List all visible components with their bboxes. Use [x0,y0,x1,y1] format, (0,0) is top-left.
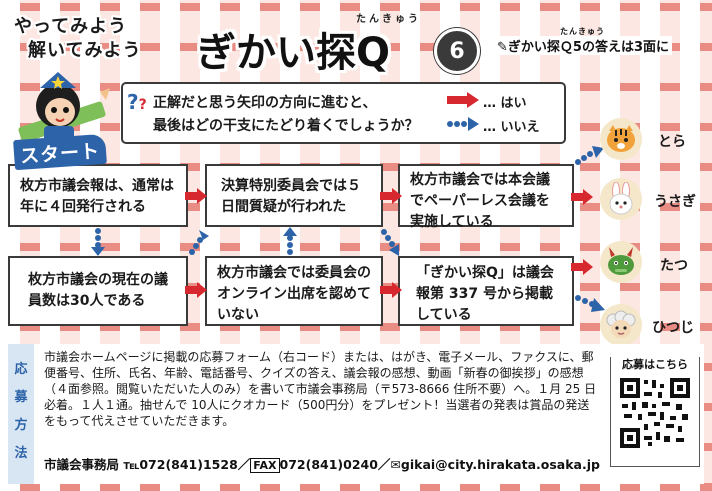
no-arrows [91,146,605,312]
tagline-2: 解いてみよう [28,40,142,61]
entry-instructions: 市議会ホームページに掲載の応募フォーム（右コード）または、はがき、電子メール、フ… [44,350,597,428]
title-text: ぎかい探Q [196,30,391,76]
answer-label-tora: とら [658,134,686,150]
yes-arrow-1-2 [185,188,207,204]
statement-box-3: 枚方市議会では本会議でペーパーレス会議を実施している [398,164,574,230]
question-mark-icon: ?? [127,90,147,114]
entry-method-text: 応募方法 [14,362,28,461]
answer-note: ✎ぎかい探Ｑ5の答えは3面に たんきゅう [494,27,672,55]
contact-fax: 072(841)0240／ [279,457,391,472]
entry-panel [8,344,704,484]
yes-arrow-legend-icon [447,92,479,108]
answer-label-usagi: うさぎ [654,194,696,210]
qr-title: 応募はこちら [611,356,699,372]
no-arrow-legend-icon [447,117,479,131]
yes-arrow-5-6 [380,282,402,298]
title-ruby: たんきゅう [356,14,421,25]
question-line-1: 正解だと思う矢印の方向に進むと、 [153,95,377,111]
question-line-2: 最後はどの干支にたどり着くでしょうか？ [153,118,419,134]
fax-label: FAX [250,458,280,473]
contact-email[interactable]: gikai@city.hirakata.osaka.jp [400,457,600,472]
yes-arrow-to-usagi [571,189,593,205]
sheep-icon [600,304,642,346]
statement-box-4: 枚方市議会の現在の議員数は30人である [8,256,188,326]
qr-code[interactable]: 応募はこちら [610,356,700,467]
legend-no: … いいえ [483,120,540,135]
dragon-icon [600,241,642,283]
issue-badge: 6 [434,28,480,74]
entry-method-label: 応募方法 [8,344,34,484]
rabbit-icon [600,178,642,220]
answer-label-hitsuji: ひつじ [652,320,694,336]
statement-box-5: 枚方市議会では委員会のオンライン出席を認めていない [205,256,383,326]
pencil-icon: ✎ [497,40,508,55]
answer-note-text: ぎかい探Ｑ5の答えは3面に [507,40,669,55]
answer-label-tatsu: たつ [660,258,688,274]
statement-box-1: 枚方市議会報は、通常は年に４回発行される [8,164,188,227]
answer-note-ruby: たんきゅう [560,27,605,36]
statement-box-6: 「ぎかい探Q」は議会報第 337 号から掲載している [398,256,574,326]
yes-arrow-to-tatsu [571,259,593,275]
yes-arrow-4-5 [185,282,207,298]
question-box: ?? 正解だと思う矢印の方向に進むと、 最後はどの干支にたどり着くでしょうか？ … [121,82,566,144]
yes-arrow-2-3 [380,188,402,204]
tagline-1: やってみよう [14,16,128,37]
legend-yes: … はい [483,96,527,111]
mail-icon: ✉ [390,457,401,472]
start-label: スタート [13,133,107,171]
qr-code-icon [620,378,690,448]
tiger-icon [600,118,642,160]
contact-phone: 市議会事務局 ℡072(841)1528／ [44,457,251,472]
